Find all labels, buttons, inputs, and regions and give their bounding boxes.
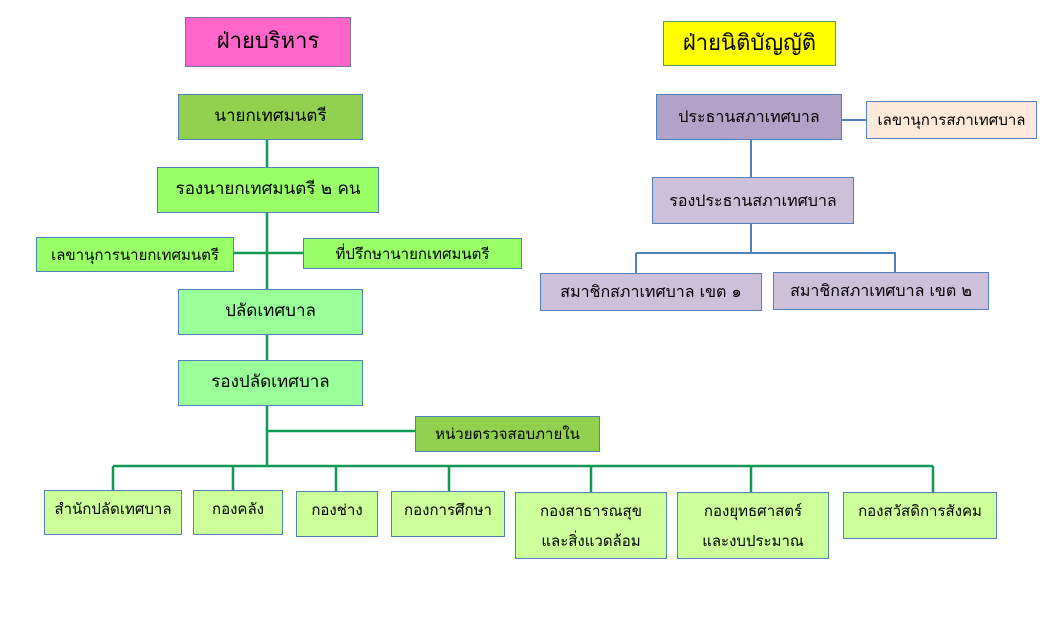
division-box: สำนักปลัดเทศบาล bbox=[44, 490, 182, 535]
council-secretary-box: เลขานุการสภาเทศบาล bbox=[866, 101, 1037, 139]
division-box: กองช่าง bbox=[296, 491, 378, 537]
division-box: กองคลัง bbox=[193, 490, 283, 535]
division-box: กองการศึกษา bbox=[391, 491, 505, 537]
legislative-title: ฝ่ายนิติบัญญัติ bbox=[663, 21, 836, 66]
mayor-advisor-box: ที่ปรึกษานายกเทศมนตรี bbox=[303, 238, 522, 269]
division-box: กองสวัสดิการสังคม bbox=[843, 492, 997, 539]
deputy-mayor-box: รองนายกเทศมนตรี ๒ คน bbox=[157, 167, 379, 213]
municipal-clerk-box: ปลัดเทศบาล bbox=[178, 289, 363, 335]
member-district-2-box: สมาชิกสภาเทศบาล เขต ๒ bbox=[773, 272, 989, 310]
deputy-clerk-box: รองปลัดเทศบาล bbox=[178, 360, 363, 406]
legislative-connectors bbox=[635, 119, 896, 273]
division-box: กองยุทธศาสตร์และงบประมาณ bbox=[677, 492, 829, 559]
internal-audit-box: หน่วยตรวจสอบภายใน bbox=[415, 416, 600, 452]
mayor-box: นายกเทศมนตรี bbox=[178, 94, 363, 140]
executive-title: ฝ่ายบริหาร bbox=[185, 17, 351, 67]
member-district-1-box: สมาชิกสภาเทศบาล เขต ๑ bbox=[540, 273, 762, 311]
mayor-secretary-box: เลขานุการนายกเทศมนตรี bbox=[36, 237, 234, 272]
council-vice-president-box: รองประธานสภาเทศบาล bbox=[652, 177, 854, 224]
division-box: กองสาธารณสุขและสิ่งแวดล้อม bbox=[515, 492, 667, 559]
council-president-box: ประธานสภาเทศบาล bbox=[656, 94, 842, 140]
